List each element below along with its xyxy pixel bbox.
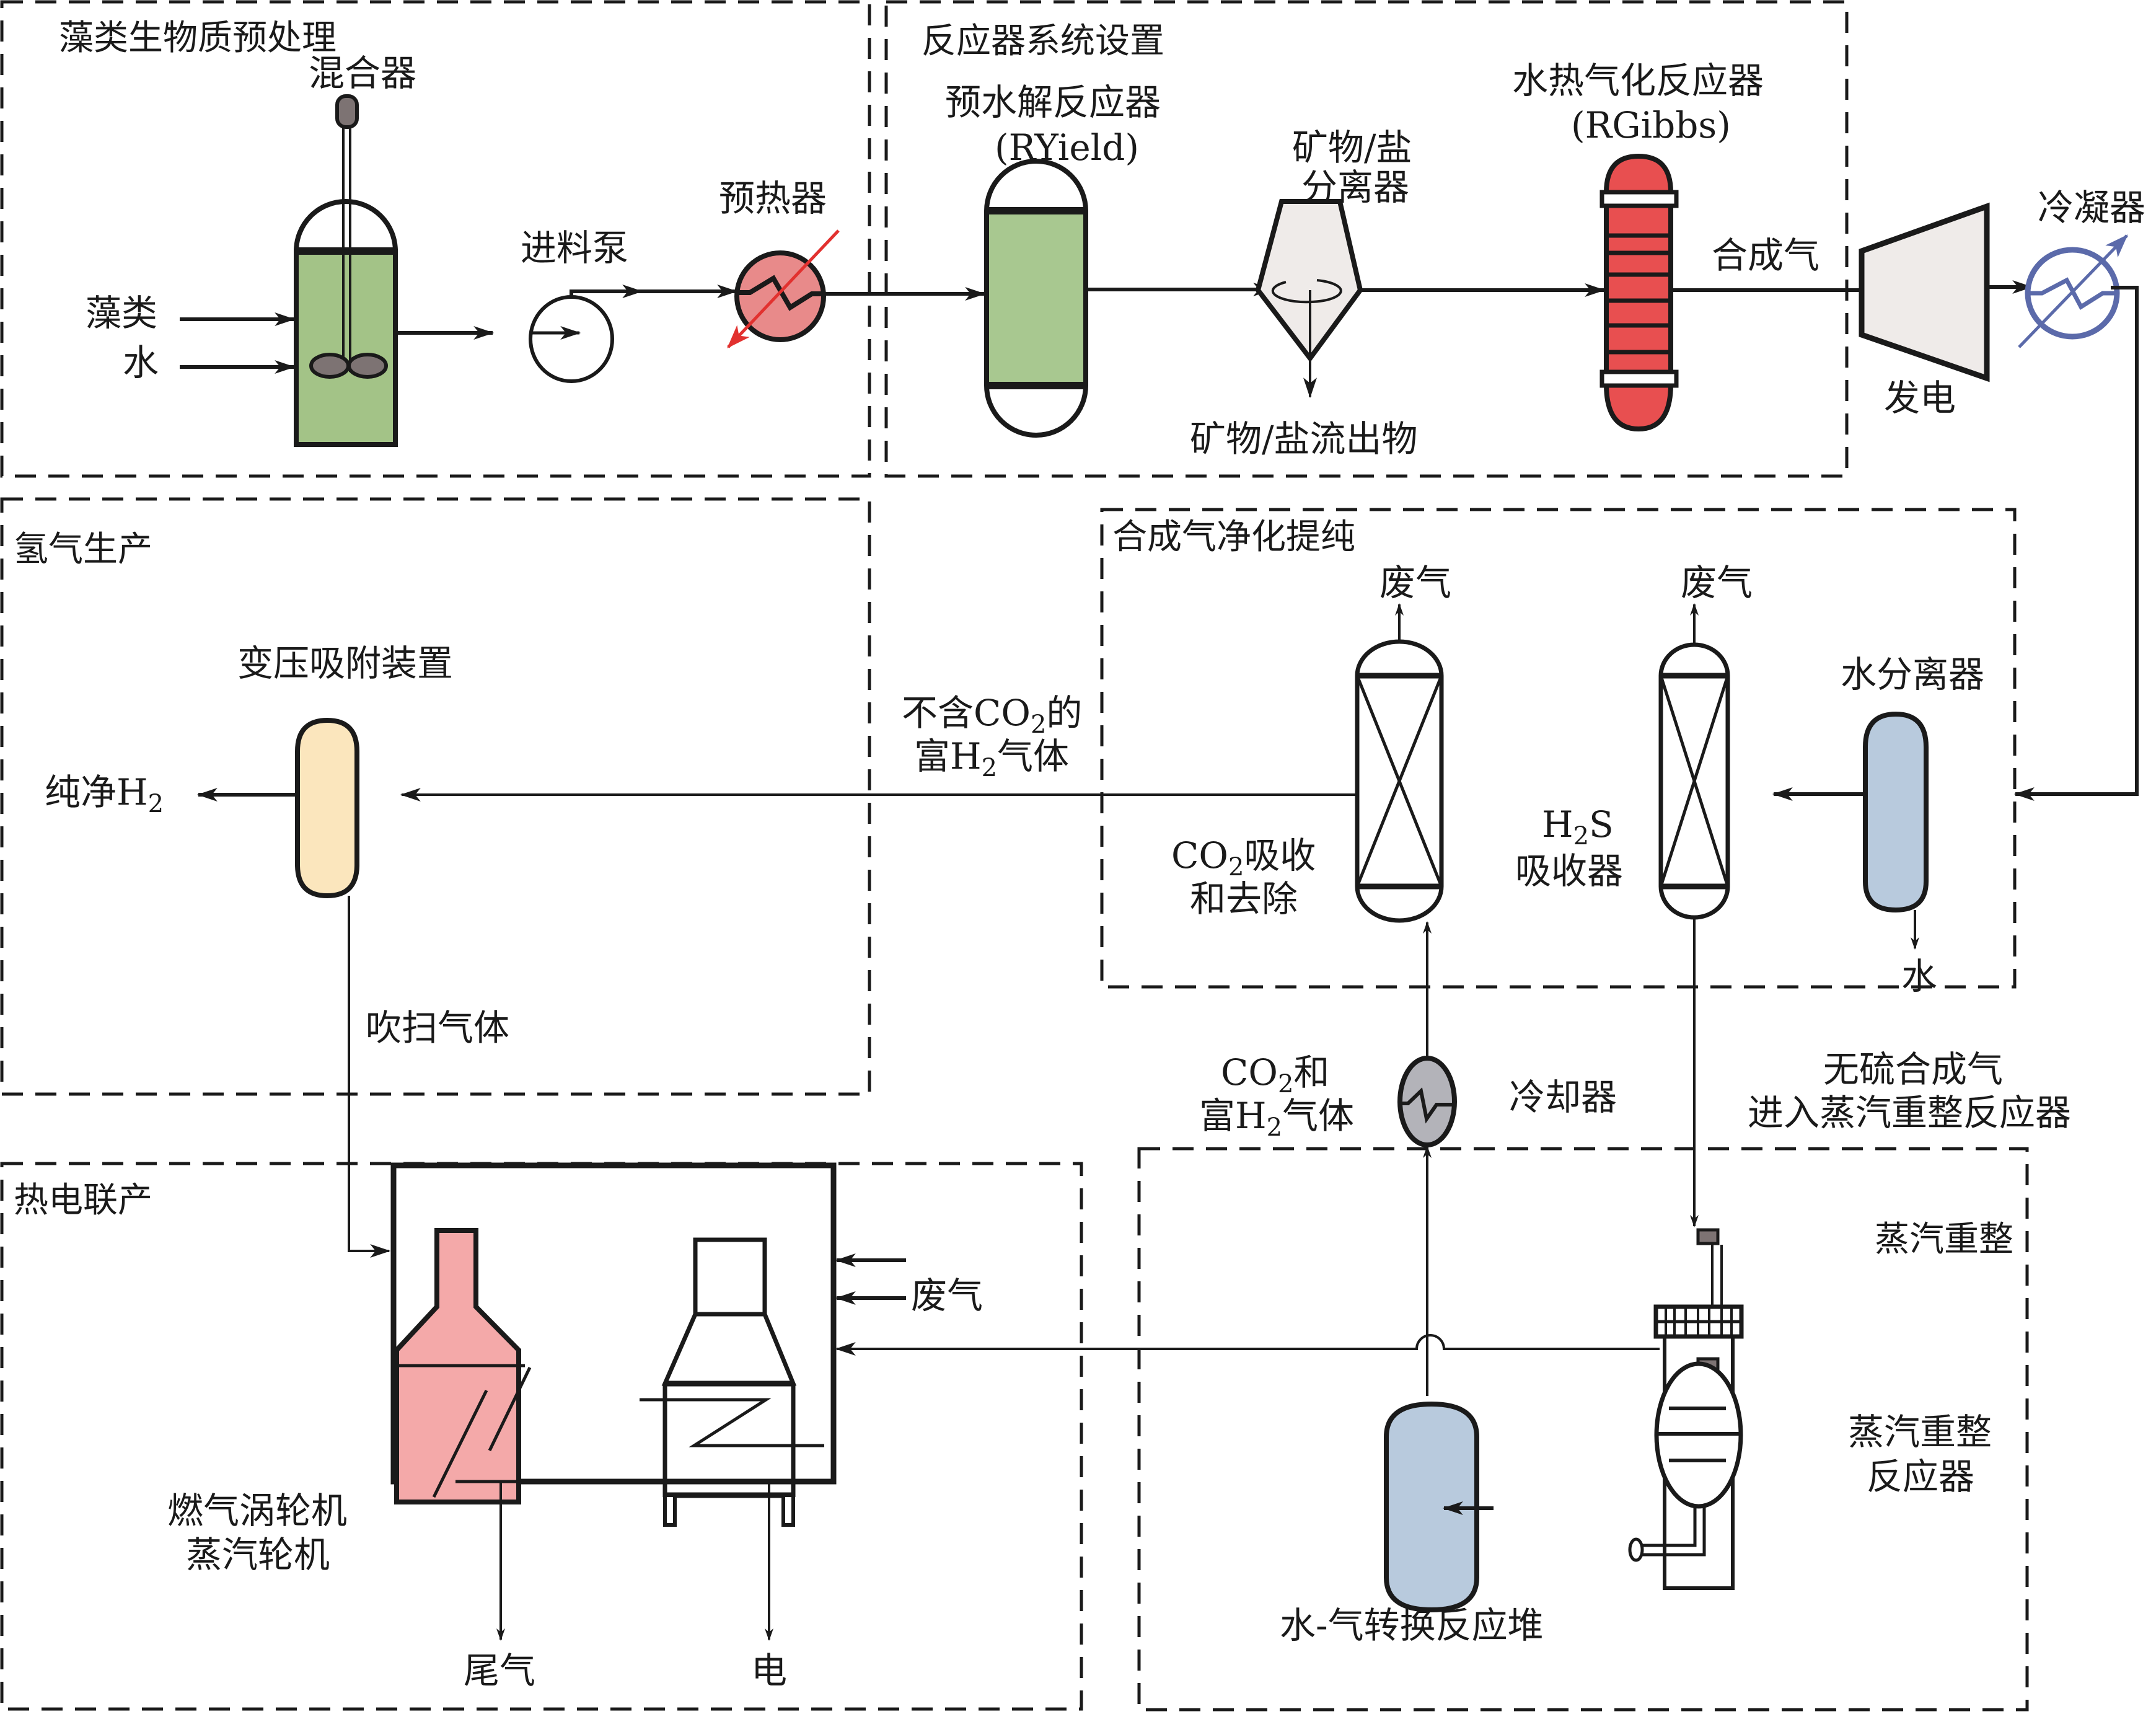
section-reactor-setup-box [884,0,1849,478]
label-separator-1: 矿物/盐 [1292,126,1412,169]
label-water-out: 水 [1901,955,1937,997]
label-prehydrolysis-1: 预水解反应器 [945,81,1161,123]
water-separator [1863,711,1929,913]
cooler [1397,1056,1457,1147]
section-purification-box [1100,508,2017,989]
label-turbines-2: 蒸汽轮机 [186,1534,330,1576]
label-waste-gas-1: 废气 [1379,562,1451,604]
label-mixer: 混合器 [309,52,416,94]
label-electricity: 电 [751,1650,787,1692]
stream-purge-gas [348,896,391,1258]
label-sulfur-free-1: 无硫合成气 [1823,1048,2003,1090]
label-htg-1: 水热气化反应器 [1512,60,1764,102]
label-turbines-1: 燃气涡轮机 [167,1490,347,1532]
label-co2-absorber-2: 和去除 [1190,878,1298,920]
co2-absorber [1355,639,1444,923]
power-turbine [1859,202,1990,382]
label-wgs: 水-气转换反应堆 [1280,1604,1544,1646]
section-steam-reforming-box [1137,1147,2029,1712]
cooling-arrow-icon [2018,234,2128,348]
section-title-h2-production: 氢气生产 [14,529,152,570]
label-sulfur-free-2: 进入蒸汽重整反应器 [1748,1092,2071,1134]
stream-condenser-to-water-separator [2013,286,2139,801]
label-separator-2: 分离器 [1301,166,1409,208]
condenser [2018,234,2128,348]
label-h2s-absorber-2: 吸收器 [1515,850,1623,892]
gas-turbine [394,1228,592,1504]
section-pretreatment-box [0,0,871,478]
label-mineral-outflow: 矿物/盐流出物 [1190,418,1418,460]
mixer-motor [335,94,359,129]
htg-reactor [1599,153,1679,432]
label-preheater: 预热器 [719,177,827,219]
label-psa: 变压吸附装置 [237,642,453,684]
heat-in-arrow-icon [727,229,840,348]
h2s-absorber [1658,642,1730,920]
label-co2-free-1: 不含CO2的 [902,692,1082,739]
section-title-chp: 热电联产 [14,1180,152,1221]
wgs-reactor-stack [1384,1401,1479,1613]
stream-sr-to-chp [835,1334,1660,1356]
label-algae: 藻类 [86,292,157,334]
label-htg-2: (RGibbs) [1571,104,1731,146]
label-waste-gas-2: 废气 [1681,562,1753,604]
label-feed-pump: 进料泵 [521,227,628,269]
preheater [727,229,840,348]
label-cooler: 冷却器 [1509,1076,1617,1118]
label-condenser: 冷凝器 [2038,187,2145,229]
label-co2-rich-1: CO2和 [1221,1051,1329,1098]
label-purge-gas: 吹扫气体 [366,1007,509,1049]
label-power-gen: 发电 [1884,377,1956,419]
section-title-purification: 合成气净化提纯 [1112,517,1355,557]
section-title-steam-reforming: 蒸汽重整 [1875,1219,2013,1260]
label-h2s-absorber-1: H2S [1542,803,1614,850]
label-chp-waste-gas: 废气 [911,1274,983,1317]
label-co2-rich-2: 富H2气体 [1199,1095,1354,1142]
psa-unit [295,717,359,899]
label-prehydrolysis-2: (RYield) [995,126,1139,169]
label-co2-absorber-1: CO2吸收 [1171,834,1316,881]
label-syngas: 合成气 [1712,234,1819,276]
label-water-in: 水 [123,342,159,384]
section-h2-production-box [0,497,871,1096]
label-tail-gas: 尾气 [464,1650,535,1692]
label-sr-reactor-1: 蒸汽重整 [1848,1411,1992,1453]
label-water-separator: 水分离器 [1841,653,1984,696]
feed-pump [529,295,614,383]
label-pure-h2: 纯净H2 [45,771,164,818]
steam-turbine [640,1237,824,1527]
label-sr-reactor-2: 反应器 [1867,1456,1974,1498]
section-title-pretreatment: 藻类生物质预处理 [59,18,337,58]
mineral-separator [1255,199,1363,399]
label-co2-free-2: 富H2气体 [914,735,1069,782]
sr-reactor [1628,1228,1744,1590]
mixer-vessel [293,94,398,447]
prehydrolysis-reactor [984,159,1088,438]
section-title-reactor-setup: 反应器系统设置 [922,21,1164,61]
